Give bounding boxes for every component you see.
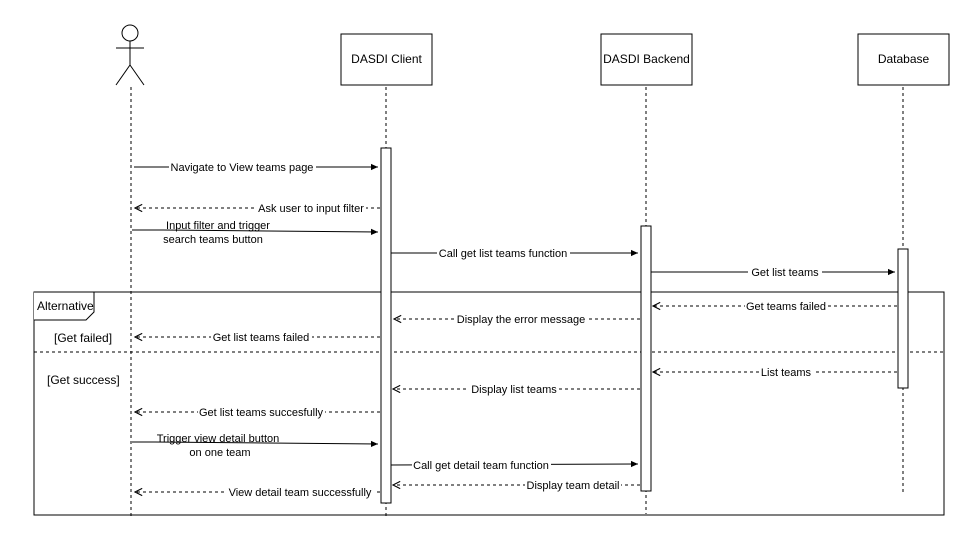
message-call-detail: Call get detail team function — [390, 459, 639, 472]
participant-backend-label: DASDI Backend — [603, 52, 690, 66]
message-display-error: Display the error message — [394, 313, 640, 326]
alternative-fragment: Alternative [Get failed] [Get success] — [33, 291, 945, 516]
message-input-filter: Input filter and trigger search teams bu… — [132, 220, 379, 246]
message-trigger-detail-label-2: on one team — [189, 447, 250, 459]
message-navigate-label: Navigate to View teams page — [171, 162, 314, 174]
participant-backend: DASDI Backend — [600, 33, 693, 86]
client-activation — [380, 147, 392, 504]
message-call-detail-label: Call get detail team function — [413, 460, 549, 472]
message-get-failed-label: Get teams failed — [746, 301, 826, 313]
message-call-list-label: Call get list teams function — [439, 248, 567, 260]
message-ask-filter: Ask user to input filter — [135, 202, 380, 215]
message-view-detail-label: View detail team successfully — [229, 487, 372, 499]
backend-activation — [640, 225, 652, 492]
message-display-list: Display list teams — [393, 383, 640, 396]
message-get-failed: Get teams failed — [653, 300, 897, 313]
message-list-teams: List teams — [653, 366, 897, 379]
message-list-success-label: Get list teams succesfully — [199, 407, 324, 419]
fragment-label: Alternative — [37, 299, 94, 313]
message-display-list-label: Display list teams — [471, 384, 557, 396]
message-navigate: Navigate to View teams page — [134, 161, 378, 174]
message-view-detail: View detail team successfully — [135, 486, 380, 499]
message-get-list: Get list teams — [651, 266, 895, 279]
participant-database: Database — [857, 33, 950, 86]
message-get-list-label: Get list teams — [751, 267, 819, 279]
message-trigger-detail-label-1: Trigger view detail button — [157, 433, 280, 445]
message-input-filter-label-1: Input filter and trigger — [166, 220, 270, 232]
guard-success: [Get success] — [47, 373, 120, 387]
guard-failed: [Get failed] — [54, 331, 112, 345]
message-call-list: Call get list teams function — [391, 247, 638, 260]
message-list-failed-label: Get list teams failed — [213, 332, 310, 344]
message-display-error-label: Display the error message — [457, 314, 585, 326]
message-display-detail: Display team detail — [393, 479, 640, 492]
participant-client: DASDI Client — [340, 33, 433, 86]
user-actor-icon — [115, 24, 145, 86]
participant-database-label: Database — [878, 52, 930, 66]
message-list-teams-label: List teams — [761, 367, 812, 379]
message-trigger-detail: Trigger view detail button on one team — [132, 433, 379, 459]
message-display-detail-label: Display team detail — [527, 480, 620, 492]
message-input-filter-label-2: search teams button — [163, 234, 263, 246]
message-list-failed: Get list teams failed — [135, 331, 380, 344]
message-list-success: Get list teams succesfully — [135, 406, 380, 419]
database-activation — [897, 248, 909, 389]
message-ask-filter-label: Ask user to input filter — [258, 203, 364, 215]
participant-client-label: DASDI Client — [351, 52, 422, 66]
